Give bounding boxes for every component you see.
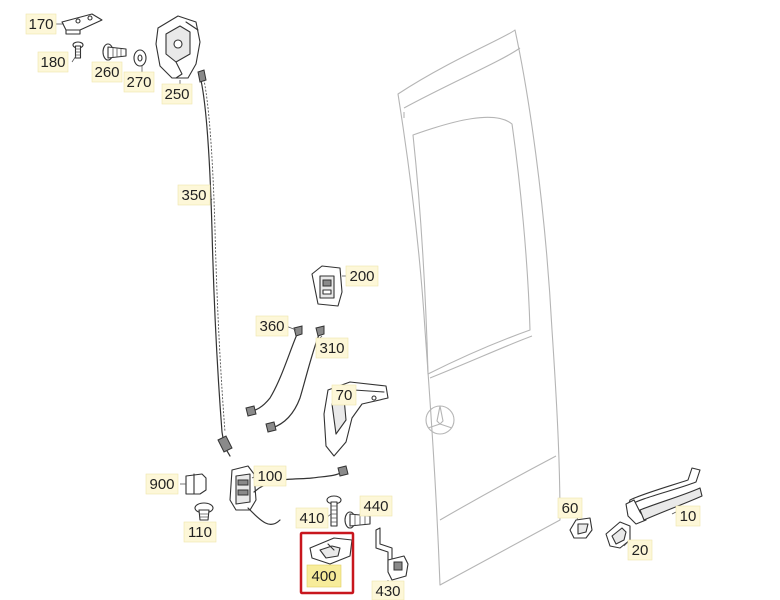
- callout-440[interactable]: 440: [359, 495, 393, 517]
- callout-110[interactable]: 110: [183, 521, 217, 543]
- callout-410-text: 410: [299, 510, 324, 527]
- callout-70[interactable]: 70: [331, 384, 357, 406]
- callout-250[interactable]: 250: [161, 83, 193, 105]
- part-270-washer: [133, 49, 147, 67]
- mercedes-star-emblem: [425, 405, 455, 435]
- cable-360: [245, 325, 303, 417]
- callout-260-text: 260: [94, 64, 119, 81]
- callout-440-text: 440: [363, 498, 388, 515]
- part-170-hinge-plate: [61, 13, 103, 35]
- part-430-bracket: [375, 527, 409, 581]
- part-260-bolt: [102, 43, 127, 61]
- cable-350: [197, 69, 233, 457]
- callout-60-text: 60: [562, 500, 579, 517]
- callout-60[interactable]: 60: [557, 497, 583, 519]
- rear-door-outline: [397, 29, 561, 586]
- part-400-striker: [309, 537, 353, 565]
- callout-170-text: 170: [28, 16, 53, 33]
- callout-310[interactable]: 310: [315, 337, 349, 359]
- part-250-upper-lock: [155, 15, 201, 79]
- part-200-handle-housing: [311, 265, 343, 307]
- callout-270-text: 270: [126, 74, 151, 91]
- part-110-bolt: [194, 502, 214, 521]
- callout-350[interactable]: 350: [177, 184, 211, 206]
- part-410-screw: [326, 495, 342, 527]
- callout-430[interactable]: 430: [371, 580, 405, 600]
- callout-100[interactable]: 100: [253, 465, 287, 487]
- part-60-cap: [569, 517, 593, 539]
- callout-360-text: 360: [259, 318, 284, 335]
- callout-20[interactable]: 20: [627, 539, 653, 561]
- part-900-connector: [185, 473, 207, 495]
- callout-200-text: 200: [349, 268, 374, 285]
- callout-270[interactable]: 270: [123, 71, 155, 93]
- selected-part-highlight: [299, 531, 355, 595]
- callout-400[interactable]: 400: [306, 564, 342, 588]
- callout-900-text: 900: [149, 476, 174, 493]
- callout-110-text: 110: [188, 524, 212, 541]
- part-180-screw: [72, 41, 84, 59]
- callout-250-text: 250: [164, 86, 189, 103]
- callout-10-text: 10: [680, 508, 697, 525]
- callout-20-text: 20: [632, 542, 649, 559]
- callout-10[interactable]: 10: [675, 505, 701, 527]
- callout-100-text: 100: [257, 468, 282, 485]
- callout-900[interactable]: 900: [145, 473, 179, 495]
- callout-430-text: 430: [375, 583, 400, 600]
- callout-180[interactable]: 180: [37, 51, 69, 73]
- callout-170[interactable]: 170: [25, 13, 57, 35]
- callout-70-text: 70: [336, 387, 353, 404]
- callout-350-text: 350: [181, 187, 206, 204]
- callout-410[interactable]: 410: [295, 507, 329, 529]
- cable-310: [265, 325, 325, 433]
- callout-360[interactable]: 360: [255, 315, 289, 337]
- callout-260[interactable]: 260: [91, 61, 123, 83]
- part-100-lock-actuator: [229, 465, 281, 525]
- callout-200[interactable]: 200: [345, 265, 379, 287]
- part-10-outer-handle: [625, 467, 703, 525]
- callout-180-text: 180: [40, 54, 65, 71]
- callout-400-text: 400: [311, 568, 336, 585]
- callout-310-text: 310: [319, 340, 344, 357]
